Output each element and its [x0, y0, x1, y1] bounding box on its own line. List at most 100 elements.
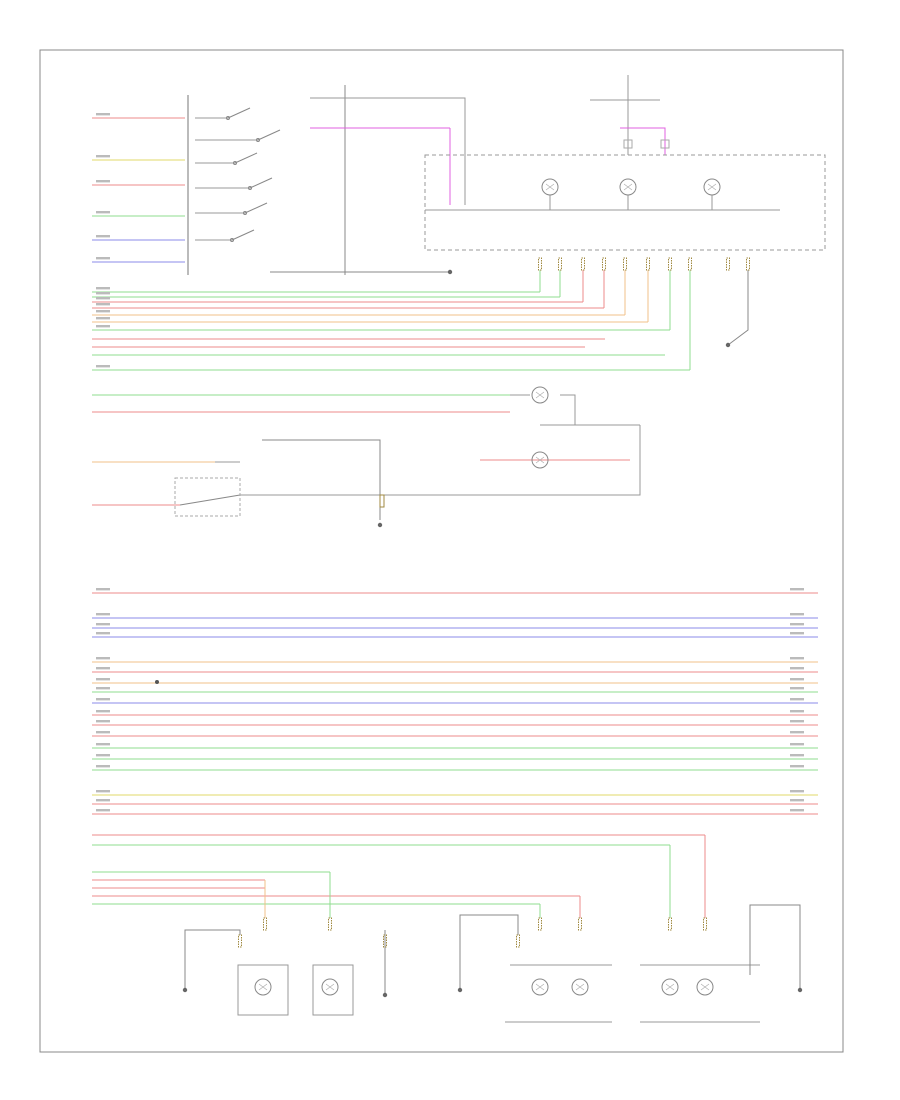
wire-code-label — [790, 790, 804, 793]
cluster-pin-5 — [623, 257, 627, 271]
wire-code-label — [96, 632, 110, 635]
fuse-symbol — [660, 139, 670, 149]
wire-code-label — [96, 809, 110, 812]
right-front-turn-lamp-filament — [665, 983, 675, 991]
hazard-indicator-lamp-filament — [535, 456, 545, 464]
left-repeater-ground-lead — [184, 929, 241, 990]
left-front-park-lamp-filament — [575, 983, 585, 991]
switch-contact — [233, 161, 237, 165]
right-repeater-lamp-filament — [325, 983, 335, 991]
splice-point — [155, 680, 159, 684]
wire-code-label — [96, 325, 110, 328]
wire-code-label — [96, 155, 110, 158]
left-front-turn-lamp — [531, 978, 549, 996]
fuse-symbol — [623, 139, 633, 149]
left-repeater-box — [237, 964, 289, 1016]
hazard-switch-lamp-filament — [535, 391, 545, 399]
wire-code-label — [790, 632, 804, 635]
lamp-switch-feed — [262, 439, 381, 520]
lamp-connector-3 — [328, 917, 332, 931]
right-repeater-lamp — [321, 978, 339, 996]
wire-code-label — [790, 743, 804, 746]
trailer-lamp-indicator — [703, 178, 721, 196]
right-front-turn-lamp — [661, 978, 679, 996]
hazard-indicator-lamp — [531, 451, 549, 469]
components-layer — [155, 116, 826, 1016]
wire-code-label — [790, 720, 804, 723]
left-repeater-lamp-filament — [258, 983, 268, 991]
hazard-switch-lamp — [531, 386, 549, 404]
right-front-ground-lead — [749, 904, 801, 990]
wire-code-label — [96, 790, 110, 793]
wire-code-label — [96, 588, 110, 591]
wire-code-label — [790, 657, 804, 660]
wire-code-label — [96, 720, 110, 723]
wire-code-label — [96, 257, 110, 260]
wire-code-label — [790, 765, 804, 768]
wire-code-label — [790, 588, 804, 591]
hazard-lead-2 — [560, 394, 576, 425]
wire-code-label — [96, 113, 110, 116]
ground-right-front — [797, 987, 803, 993]
wires-layer — [92, 75, 818, 1023]
switch-contact — [230, 238, 234, 242]
cluster-pin-8 — [688, 257, 692, 271]
wire-code-label — [96, 799, 110, 802]
ground-cluster — [725, 342, 731, 348]
diagram-frame — [39, 49, 844, 1053]
wire-code-label — [96, 297, 110, 300]
wire-code-label — [96, 235, 110, 238]
cluster-pin-2 — [558, 257, 562, 271]
wire-code-label — [790, 667, 804, 670]
cluster-pin-10 — [746, 257, 750, 271]
wire-code-label — [96, 287, 110, 290]
hazard-return — [240, 425, 641, 496]
lamp-connector-6 — [538, 917, 542, 931]
left-repeater-lamp — [254, 978, 272, 996]
wire-code-label — [96, 180, 110, 183]
brake-switch-box — [174, 477, 241, 517]
labels-layer — [96, 113, 804, 812]
instrument-cluster-box — [424, 154, 826, 251]
wire-code-label — [96, 292, 110, 295]
right-front-park-lamp — [696, 978, 714, 996]
ground-left-repeater — [182, 987, 188, 993]
wire-code-label — [96, 743, 110, 746]
ground-left-front — [457, 987, 463, 993]
cluster-pin-9 — [726, 257, 730, 271]
wire-code-label — [790, 698, 804, 701]
wire-code-label — [96, 698, 110, 701]
trailer-lamp-indicator-filament — [707, 183, 717, 191]
wire-code-label — [96, 623, 110, 626]
switch-blade-1 — [227, 107, 251, 119]
switch-blade-6 — [231, 229, 255, 241]
switch-blade-3 — [234, 152, 258, 164]
wire-code-label — [96, 678, 110, 681]
right-turn-indicator-lamp — [619, 178, 637, 196]
lamp-connector-1 — [238, 934, 242, 948]
left-front-park-lamp — [571, 978, 589, 996]
wire-code-label — [96, 303, 110, 306]
wire-code-label — [790, 613, 804, 616]
left-front-ground-lead — [459, 914, 519, 990]
switch-blade-2 — [257, 129, 281, 141]
right-front-park-lamp-filament — [700, 983, 710, 991]
wire-code-label — [790, 754, 804, 757]
cluster-pin-1 — [538, 257, 542, 271]
wire-code-label — [96, 731, 110, 734]
wire-code-label — [96, 667, 110, 670]
wire-code-label — [96, 687, 110, 690]
wire-code-label — [96, 765, 110, 768]
wire-code-label — [96, 310, 110, 313]
wire-code-label — [96, 613, 110, 616]
switch-contact — [243, 211, 247, 215]
wire-code-label — [96, 710, 110, 713]
lamp-connector-8 — [668, 917, 672, 931]
cluster-pin-6 — [646, 257, 650, 271]
right-turn-indicator-lamp-filament — [623, 183, 633, 191]
switch-contact — [256, 138, 260, 142]
fuse-magenta-link — [620, 127, 666, 155]
wire-code-label — [790, 799, 804, 802]
wire-code-label — [790, 710, 804, 713]
